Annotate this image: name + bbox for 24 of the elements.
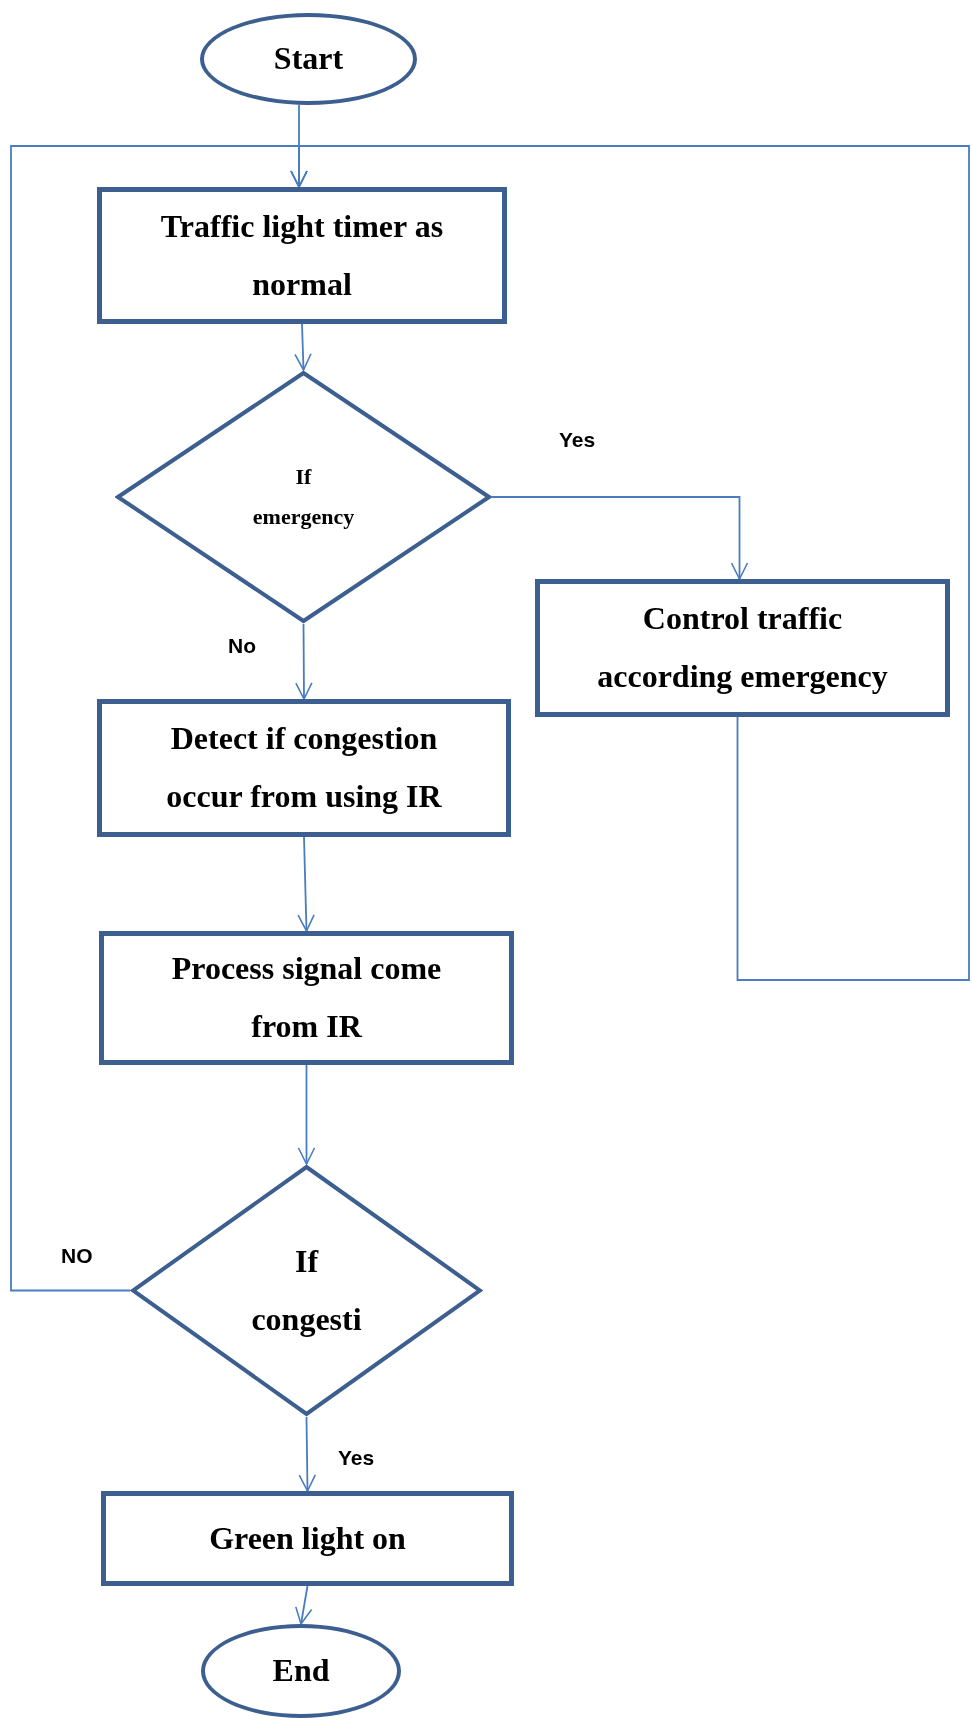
process-box	[101, 1491, 514, 1586]
arrow	[298, 1416, 317, 1492]
arrow	[295, 1585, 313, 1625]
process-box	[535, 579, 950, 717]
node-label: End	[272, 1651, 330, 1691]
node-label: Detect if congestion occur from using IR	[165, 719, 443, 816]
process-box	[99, 931, 514, 1065]
decision-diamond	[130, 1164, 483, 1417]
node-label: Start	[273, 39, 344, 79]
arrow	[290, 145, 970, 981]
arrow	[295, 623, 313, 700]
decision-diamond	[115, 370, 492, 624]
arrow	[297, 836, 315, 932]
arrow	[491, 496, 749, 580]
node-label: Green light on	[209, 1518, 406, 1558]
node-label: Control traffic according emergency	[596, 599, 889, 696]
process-box	[97, 187, 507, 324]
node-label: If emergency	[251, 463, 356, 531]
node-label: Process signal come from IR	[170, 949, 443, 1046]
process-box	[97, 699, 511, 837]
arrow	[294, 323, 312, 371]
node-label: Traffic light timer as normal	[159, 206, 445, 304]
node-label: If congesti	[250, 1241, 363, 1339]
arrow	[297, 1064, 316, 1165]
